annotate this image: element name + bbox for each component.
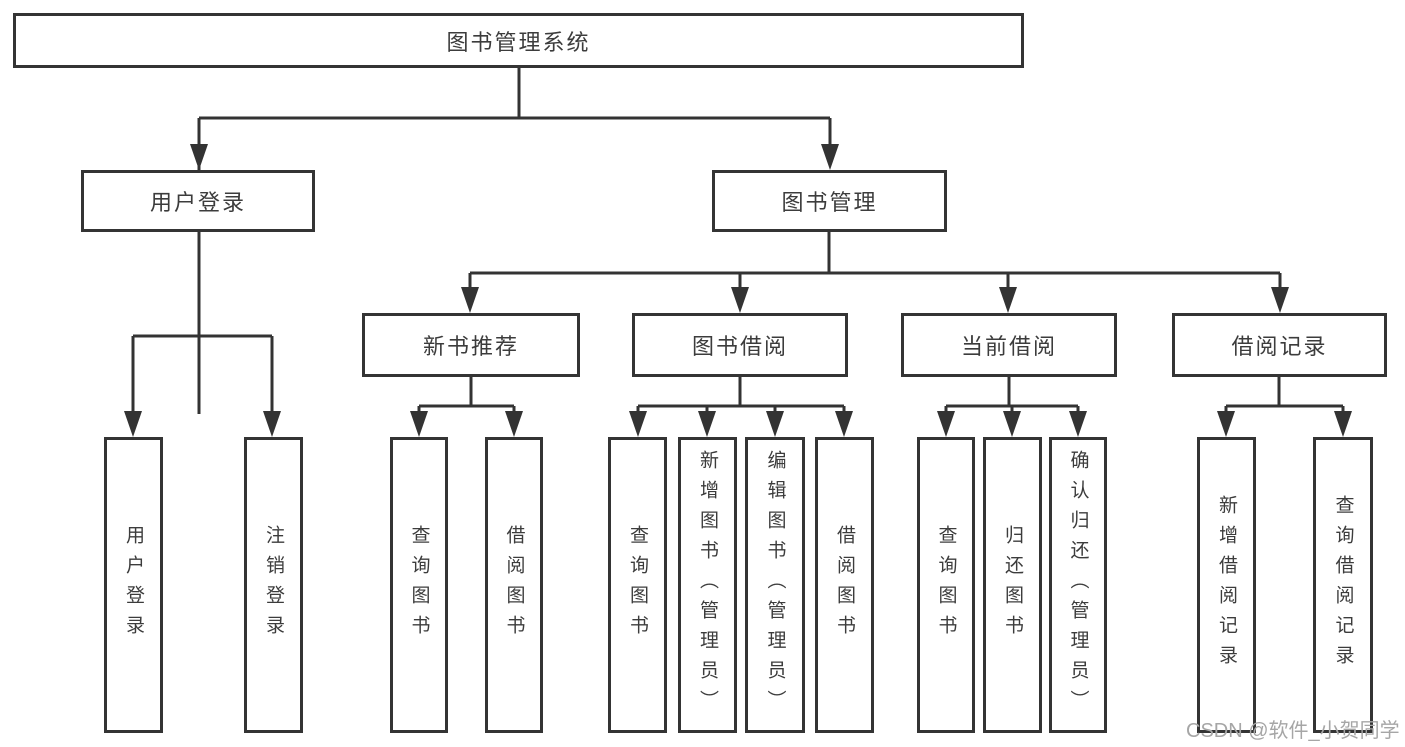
leaf-record-add-label: 新增借阅记录 (1216, 495, 1237, 675)
arrowheads (124, 144, 1352, 437)
node-book-management-label: 图书管理 (781, 190, 878, 215)
leaf-logout: 注销登录 (244, 437, 303, 733)
connector-userlogin-split (131, 232, 274, 414)
node-user-login-label: 用户登录 (149, 190, 246, 215)
node-book-borrow-label: 图书借阅 (691, 334, 788, 359)
connector-newbook-split (417, 377, 516, 414)
node-book-borrow: 图书借阅 (632, 313, 848, 377)
leaf-borrow-query-label: 查询图书 (627, 525, 648, 645)
leaf-current-query: 查询图书 (917, 437, 975, 733)
node-current-borrow: 当前借阅 (901, 313, 1117, 377)
leaf-user-login: 用户登录 (104, 437, 163, 733)
connector-borrowrecord-split (1224, 377, 1345, 414)
leaf-borrow-borrow-label: 借阅图书 (834, 525, 855, 645)
leaf-record-add: 新增借阅记录 (1197, 437, 1256, 733)
connector-currentborrow-split (944, 377, 1080, 414)
leaf-newbook-query-label: 查询图书 (408, 525, 430, 645)
node-current-borrow-label: 当前借阅 (960, 334, 1057, 359)
leaf-current-query-label: 查询图书 (935, 525, 957, 645)
leaf-borrow-edit-admin: 编辑图书（管理员） (745, 437, 805, 733)
csdn-watermark: CSDN @软件_小贺同学 (1186, 720, 1400, 742)
node-root-label: 图书管理系统 (446, 29, 591, 55)
leaf-record-query-label: 查询借阅记录 (1332, 495, 1354, 675)
leaf-borrow-edit-admin-label: 编辑图书（管理员） (764, 450, 786, 720)
connector-bookmgmt-split (468, 232, 1282, 290)
node-new-book-recommend: 新书推荐 (362, 313, 580, 377)
leaf-borrow-add-admin-label: 新增图书（管理员） (697, 450, 718, 720)
connector-root-split (197, 68, 832, 414)
leaf-logout-label: 注销登录 (263, 525, 284, 645)
node-new-book-recommend-label: 新书推荐 (422, 334, 519, 359)
leaf-borrow-add-admin: 新增图书（管理员） (678, 437, 737, 733)
leaf-newbook-query: 查询图书 (390, 437, 448, 733)
leaf-current-confirm-admin: 确认归还（管理员） (1049, 437, 1107, 733)
leaf-user-login-label: 用户登录 (123, 525, 144, 645)
leaf-borrow-borrow: 借阅图书 (815, 437, 874, 733)
leaf-newbook-borrow: 借阅图书 (485, 437, 543, 733)
node-user-login: 用户登录 (81, 170, 315, 232)
leaf-newbook-borrow-label: 借阅图书 (503, 525, 525, 645)
leaf-current-return: 归还图书 (983, 437, 1042, 733)
connector-bookborrow-split (636, 377, 846, 414)
leaf-current-return-label: 归还图书 (1002, 525, 1023, 645)
node-root: 图书管理系统 (13, 13, 1024, 68)
leaf-borrow-query: 查询图书 (608, 437, 667, 733)
node-book-management: 图书管理 (712, 170, 947, 232)
node-borrow-record: 借阅记录 (1172, 313, 1387, 377)
leaf-record-query: 查询借阅记录 (1313, 437, 1373, 733)
leaf-current-confirm-admin-label: 确认归还（管理员） (1067, 450, 1089, 720)
node-borrow-record-label: 借阅记录 (1231, 334, 1328, 359)
